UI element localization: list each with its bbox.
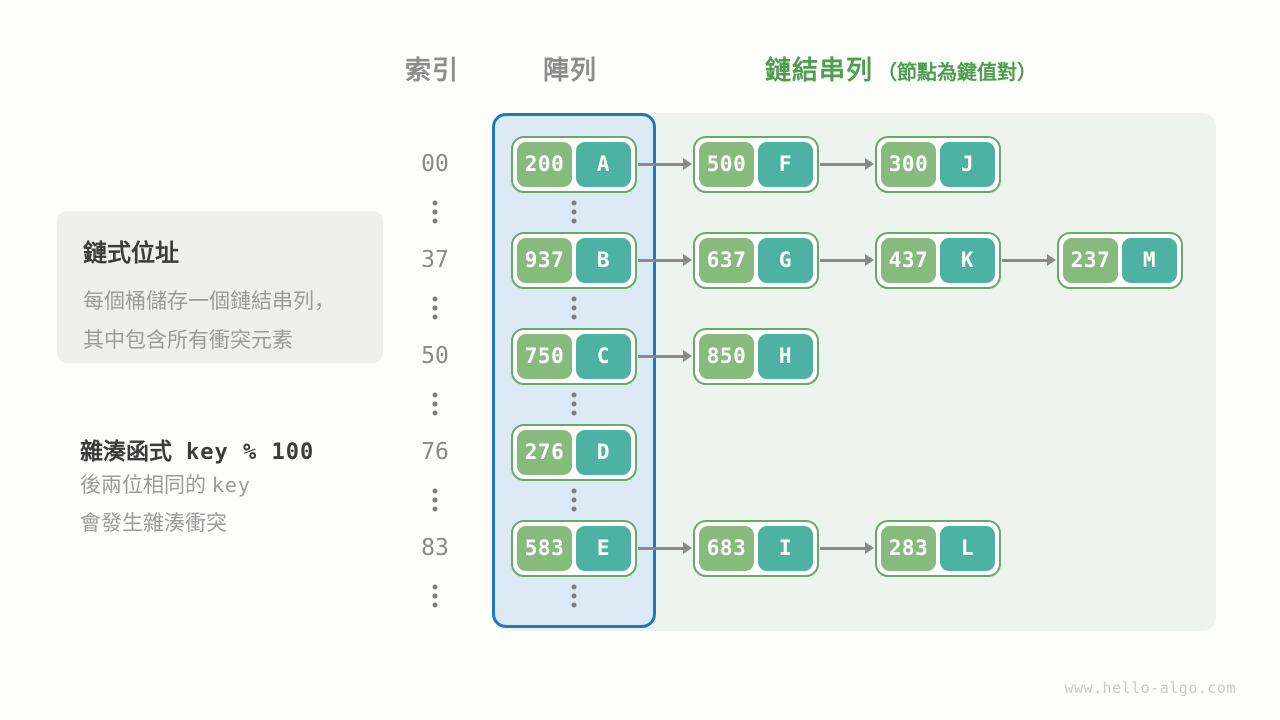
node-key: 937: [517, 237, 572, 283]
hash-note-line: 後兩位相同的 key: [80, 473, 251, 497]
info-box-line: 其中包含所有衝突元素: [83, 329, 293, 352]
index-ellipsis-dots: [432, 392, 438, 416]
node-value: C: [576, 333, 631, 379]
header-linked-list-note: （節點為鍵值對）: [877, 62, 1038, 84]
node-key: 300: [881, 141, 936, 187]
node-value: I: [758, 525, 813, 571]
node-value: B: [576, 237, 631, 283]
node-value: K: [940, 237, 995, 283]
node-key: 500: [699, 141, 754, 187]
index-ellipsis-dots: [432, 296, 438, 320]
node-key: 637: [699, 237, 754, 283]
node-key: 200: [517, 141, 572, 187]
chaining-info-box: 鏈式位址 每個桶儲存一個鏈結串列， 其中包含所有衝突元素: [57, 211, 383, 363]
index-ellipsis-dots: [432, 584, 438, 608]
key-code-text: key: [211, 473, 251, 497]
hash-function-note: 雜湊函式 key % 100 後兩位相同的 key 會發生雜湊衝突: [80, 432, 400, 543]
next-pointer-arrow: [638, 354, 683, 358]
bucket-index-label: 00: [421, 151, 449, 177]
array-ellipsis-dots: [571, 200, 577, 224]
node-key: 750: [517, 333, 572, 379]
index-ellipsis-dots: [432, 488, 438, 512]
node-key: 283: [881, 525, 936, 571]
array-ellipsis-dots: [571, 584, 577, 608]
node-value: A: [576, 141, 631, 187]
header-array-column: 陣列: [542, 55, 597, 85]
info-box-title: 鏈式位址: [83, 240, 179, 267]
hash-function-label: 雜湊函式: [80, 438, 172, 464]
next-pointer-arrow: [638, 162, 683, 166]
bucket-index-label: 76: [421, 439, 449, 465]
node-key: 237: [1063, 237, 1118, 283]
next-pointer-arrow: [638, 546, 683, 550]
next-pointer-arrow: [820, 162, 865, 166]
header-linked-list-label: 鏈結串列: [765, 55, 874, 85]
node-value: F: [758, 141, 813, 187]
header-index-column: 索引: [404, 55, 459, 85]
header-linked-list-column: 鏈結串列 （節點為鍵值對）: [765, 52, 1037, 88]
array-ellipsis-dots: [571, 296, 577, 320]
next-pointer-arrow: [820, 258, 865, 262]
index-ellipsis-dots: [432, 200, 438, 224]
node-value: H: [758, 333, 813, 379]
hash-function-title: 雜湊函式 key % 100: [80, 432, 400, 466]
bucket-index-label: 83: [421, 535, 449, 561]
node-key: 276: [517, 429, 572, 475]
hash-function-formula: key % 100: [186, 440, 315, 465]
bucket-index-label: 50: [421, 343, 449, 369]
node-key: 683: [699, 525, 754, 571]
next-pointer-arrow: [820, 546, 865, 550]
next-pointer-arrow: [638, 258, 683, 262]
node-value: E: [576, 525, 631, 571]
hash-note-line: 會發生雜湊衝突: [80, 512, 227, 535]
node-key: 583: [517, 525, 572, 571]
info-box-line: 每個桶儲存一個鏈結串列，: [83, 290, 335, 313]
node-key: 437: [881, 237, 936, 283]
array-ellipsis-dots: [571, 392, 577, 416]
node-value: L: [940, 525, 995, 571]
node-key: 850: [699, 333, 754, 379]
array-ellipsis-dots: [571, 488, 577, 512]
bucket-index-label: 37: [421, 247, 449, 273]
node-value: G: [758, 237, 813, 283]
node-value: D: [576, 429, 631, 475]
node-value: M: [1122, 237, 1177, 283]
watermark: www.hello-algo.com: [1064, 679, 1236, 697]
next-pointer-arrow: [1002, 258, 1047, 262]
node-value: J: [940, 141, 995, 187]
